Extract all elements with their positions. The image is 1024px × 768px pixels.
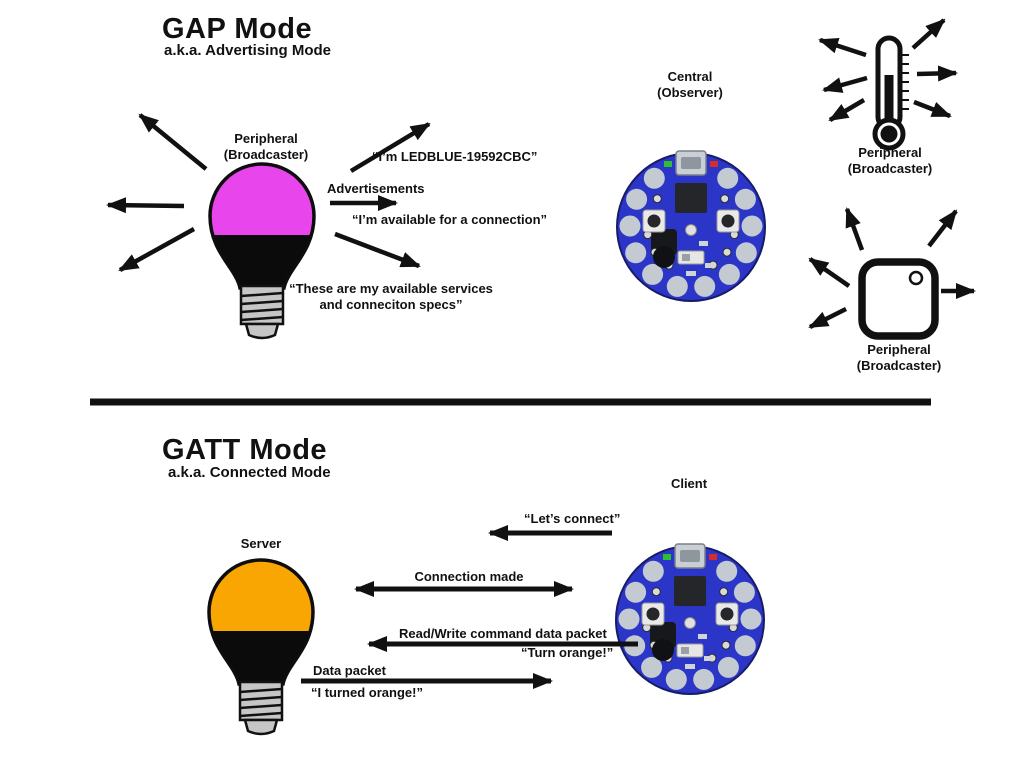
client-board-icon xyxy=(615,543,765,695)
data-packet-label: Data packet xyxy=(313,663,386,678)
peripheral-bulb-label: Peripheral (Broadcaster) xyxy=(223,131,309,162)
thermometer-arrows xyxy=(818,18,958,122)
server-label: Server xyxy=(240,536,282,551)
peripheral-thermometer-label: Peripheral (Broadcaster) xyxy=(847,145,933,176)
central-board-icon xyxy=(616,150,766,302)
thermometer-icon xyxy=(872,35,909,151)
gap-subtitle: a.k.a. Advertising Mode xyxy=(164,42,331,59)
lets-connect-message: “Let’s connect” xyxy=(524,511,621,526)
turn-orange-message: “Turn orange!” xyxy=(521,645,614,660)
peripheral-square-label: Peripheral (Broadcaster) xyxy=(856,342,942,373)
gatt-subtitle: a.k.a. Connected Mode xyxy=(168,464,331,481)
client-label: Client xyxy=(670,476,708,491)
advertisement-message-name: “I’m LEDBLUE-19592CBC” xyxy=(372,149,538,164)
advertisement-message-available: “I’m available for a connection” xyxy=(352,212,548,227)
i-turned-orange-message: “I turned orange!” xyxy=(311,685,423,700)
advertisements-label: Advertisements xyxy=(327,181,425,196)
read-write-message: Read/Write command data packet xyxy=(399,626,607,641)
square-device-arrows xyxy=(808,207,976,330)
connection-made-label: Connection made xyxy=(414,569,524,584)
square-device-icon xyxy=(858,258,939,340)
gatt-title: GATT Mode xyxy=(162,434,328,466)
gap-bulb-arrows xyxy=(106,113,431,272)
server-bulb-icon xyxy=(207,558,315,736)
central-label: Central (Observer) xyxy=(657,69,723,100)
advertisement-message-services: “These are my available services and con… xyxy=(289,281,493,312)
gap-title: GAP Mode xyxy=(162,13,313,45)
